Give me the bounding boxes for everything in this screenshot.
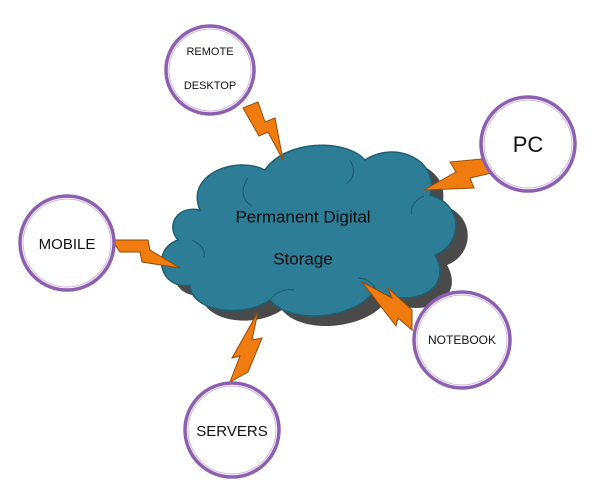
node-pc: PC: [479, 95, 577, 193]
node-mobile-label: MOBILE: [39, 236, 96, 253]
storage-cloud: Permanent Digital Storage: [160, 144, 457, 317]
node-notebook: NOTEBOOK: [412, 290, 512, 390]
bolt-notebook: [361, 281, 413, 332]
node-servers-label: SERVERS: [196, 423, 267, 440]
node-remote-desktop-label-line2: DESKTOP: [184, 80, 236, 92]
bolt-remote-desktop: [242, 101, 284, 161]
node-mobile: MOBILE: [18, 194, 116, 292]
node-notebook-label: NOTEBOOK: [428, 333, 496, 347]
node-pc-label: PC: [513, 132, 544, 157]
node-remote-desktop: REMOTE DESKTOP: [164, 24, 256, 116]
node-remote-desktop-label-line1: REMOTE: [186, 46, 233, 58]
bolt-servers: [229, 311, 263, 384]
cloud-title-line1: Permanent Digital: [235, 207, 370, 226]
node-servers: SERVERS: [183, 381, 281, 479]
cloud-title-line2: Storage: [273, 249, 333, 268]
bolt-mobile: [111, 239, 181, 269]
